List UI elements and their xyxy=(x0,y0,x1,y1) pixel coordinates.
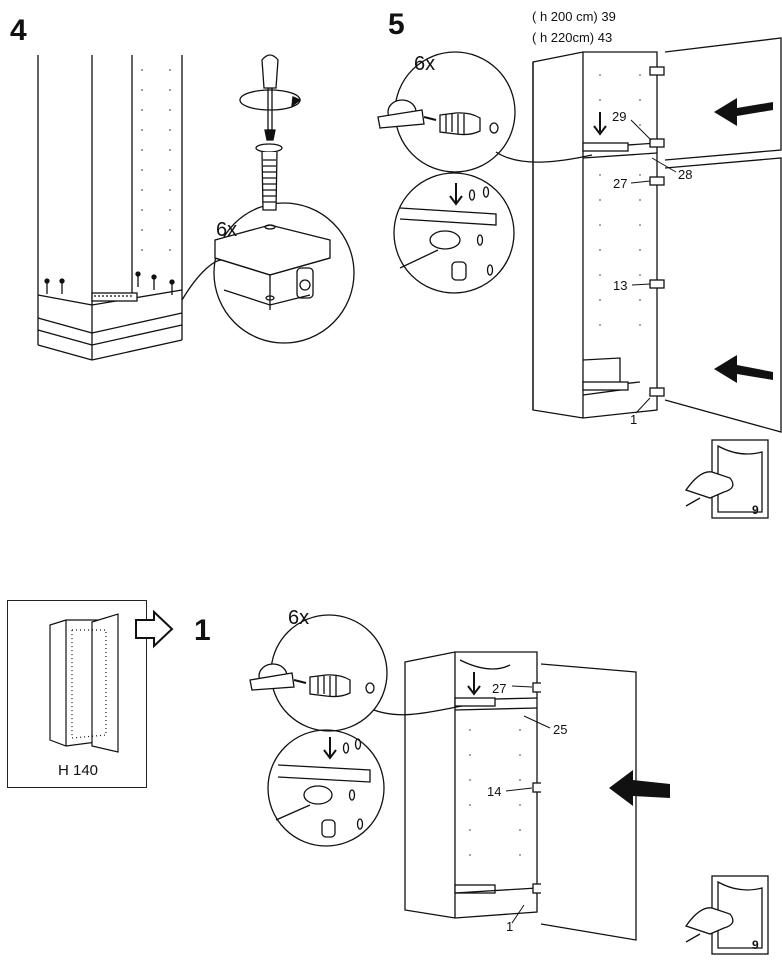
variant-shelf-detail xyxy=(275,737,371,838)
step-5-dowel-detail xyxy=(439,112,499,136)
step-4-number: 4 xyxy=(10,14,27,47)
variant-page-ref: 9 xyxy=(752,938,759,952)
variant-callout-25: 25 xyxy=(553,722,568,737)
step-4-zoom-detail xyxy=(214,224,331,310)
variant-callout-1: 1 xyxy=(506,919,514,934)
step-5-upper-door xyxy=(664,37,782,161)
step-5-shelf-detail xyxy=(399,183,497,281)
screwdriver-icon xyxy=(249,663,307,691)
step-4-cabinet xyxy=(37,55,183,361)
step-5-page-ref: 9 xyxy=(752,503,759,517)
rotate-arrow-icon xyxy=(239,89,302,111)
step-5-hinges xyxy=(649,66,665,397)
step-5-callout-29: 29 xyxy=(612,109,627,124)
step-4-zoom-leader xyxy=(181,259,223,301)
step-5-cabinet xyxy=(532,51,665,419)
variant-zoom-circle-bottom xyxy=(267,729,385,847)
variant-cabinet xyxy=(404,651,548,919)
step-4-quantity: 6x xyxy=(216,219,238,241)
variant-door xyxy=(540,663,637,941)
step-5-leaders xyxy=(630,119,677,414)
variant-box xyxy=(7,600,147,788)
height-note-200: ( h 200 cm) 39 xyxy=(532,9,616,24)
turn-page-icon xyxy=(684,875,769,955)
variant-step-number: 1 xyxy=(194,614,211,647)
variant-callout-27: 27 xyxy=(492,681,507,696)
step-4-screws xyxy=(44,271,175,295)
step-5-zoom-circle-bottom xyxy=(393,172,515,294)
step-5-quantity: 6x xyxy=(414,53,436,75)
step-5-lower-door xyxy=(664,157,782,433)
variant-dowel-detail xyxy=(309,674,375,698)
push-arrow-icon xyxy=(609,770,670,806)
height-note-220: ( h 220cm) 43 xyxy=(532,30,613,45)
step-4-zoom-circle xyxy=(213,202,355,344)
variant-height-label: H 140 xyxy=(58,762,99,779)
step-5-callout-28: 28 xyxy=(678,167,693,182)
step-5-callout-13: 13 xyxy=(613,278,628,293)
step-5-callout-27: 27 xyxy=(613,176,628,191)
variant-quantity: 6x xyxy=(288,607,310,629)
turn-page-icon xyxy=(684,439,769,519)
step-5-zoom-leader xyxy=(495,151,593,163)
push-arrow-icon xyxy=(714,98,773,383)
step-5-number: 5 xyxy=(388,8,405,41)
screwdriver-icon xyxy=(377,99,437,129)
step-4-screw xyxy=(255,143,283,211)
variant-leaders xyxy=(505,685,551,924)
variant-zoom-leader xyxy=(373,705,463,716)
variant-callout-14: 14 xyxy=(487,784,502,799)
step-5-callout-1: 1 xyxy=(630,412,638,427)
screwdriver-icon xyxy=(261,54,279,141)
